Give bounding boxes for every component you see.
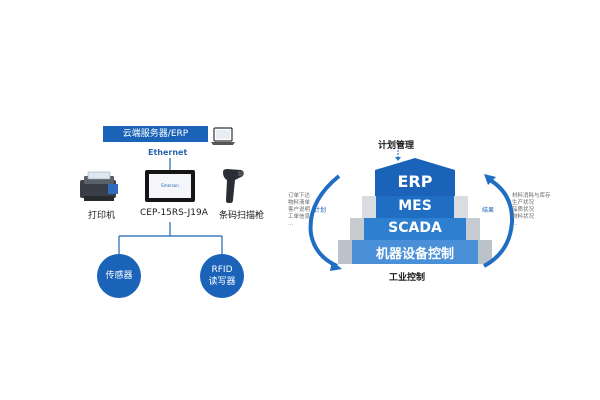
list-item: 客户说明 xyxy=(288,207,311,213)
list-item: 物料清单 xyxy=(288,200,311,206)
list-item: 订单下达 xyxy=(288,193,311,199)
device-model-label: CEP-15RS-J19A xyxy=(140,208,208,218)
industrial-control-label: 工业控制 xyxy=(389,273,426,283)
list-item: ... xyxy=(512,221,518,227)
scanner-label: 条码扫描枪 xyxy=(219,211,265,221)
result-arrow-label: 结果 xyxy=(482,207,495,214)
printer-label: 打印机 xyxy=(88,211,116,221)
result-item-list: 材料消耗与库存 生产状况 品质状况 物料状况 ... xyxy=(512,193,558,228)
plan-management-label: 计划管理 xyxy=(378,141,415,151)
rfid-reader-circle: RFID 读写器 xyxy=(200,254,244,298)
plan-curved-arrow xyxy=(308,174,342,271)
list-item: 品质状况 xyxy=(512,207,535,213)
tier-mes: MES xyxy=(398,198,432,214)
rfid-label-line2: 读写器 xyxy=(208,277,236,287)
automation-pyramid xyxy=(338,158,492,264)
result-curved-arrow xyxy=(483,174,515,268)
list-item: 工单信息 xyxy=(288,214,311,220)
sensor-circle: 传感器 xyxy=(97,254,141,298)
laptop-icon xyxy=(211,127,235,145)
tier-machine-control: 机器设备控制 xyxy=(375,247,454,262)
tier-scada: SCADA xyxy=(388,220,442,236)
top-down-arrow xyxy=(395,150,401,161)
list-item: ... xyxy=(288,221,294,227)
panel-pc-logo: Emerson xyxy=(161,183,179,188)
list-item: 材料消耗与库存 xyxy=(512,193,551,199)
plan-arrow-label: 计划 xyxy=(314,207,327,214)
plan-item-list: 订单下达 物料清单 客户说明 工单信息 ... xyxy=(288,193,318,228)
rfid-label-line1: RFID xyxy=(211,265,233,275)
sensor-label: 传感器 xyxy=(105,271,133,281)
ethernet-label: Ethernet xyxy=(148,148,188,157)
barcode-scanner-icon xyxy=(223,169,244,203)
cloud-server-bar: 云端服务器/ERP xyxy=(103,126,208,142)
panel-pc-screen: Emerson xyxy=(149,174,191,198)
list-item: 物料状况 xyxy=(512,214,535,220)
tier-erp: ERP xyxy=(397,172,433,191)
panel-pc-device: Emerson xyxy=(145,170,195,202)
printer-icon xyxy=(80,171,118,201)
list-item: 生产状况 xyxy=(512,200,535,206)
